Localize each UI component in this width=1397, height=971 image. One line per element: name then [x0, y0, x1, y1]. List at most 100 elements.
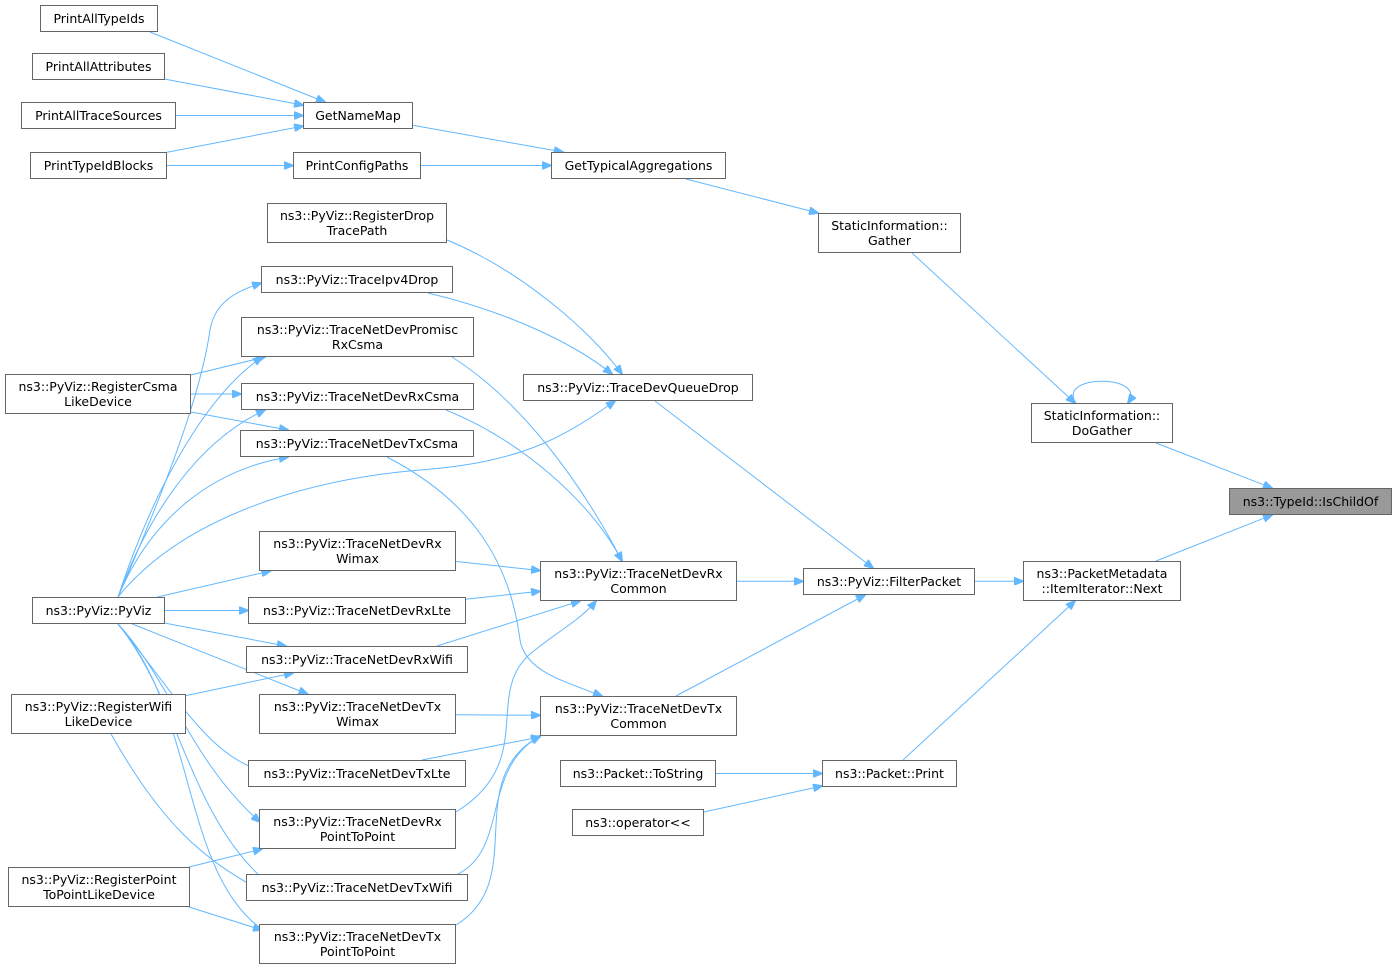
node-label: StaticInformation::: [831, 218, 948, 233]
edge-pyViz-to-traceNetDevTxWimax: [132, 623, 307, 694]
node-label: GetTypicalAggregations: [564, 158, 713, 173]
node-label: Gather: [868, 233, 911, 248]
node-printAllTraceSources[interactable]: PrintAllTraceSources: [21, 102, 176, 129]
node-label: ns3::PyViz::TraceNetDevRx: [554, 566, 723, 581]
node-label: ns3::PyViz::TraceNetDevTxWifi: [261, 880, 453, 895]
node-packetPrint[interactable]: ns3::Packet::Print: [822, 760, 957, 787]
edge-pyViz-to-traceNetDevTxWifi: [117, 623, 270, 885]
edge-printTypeIdBlocks-to-getNameMap: [166, 126, 303, 153]
node-label: PointToPoint: [319, 944, 396, 959]
edge-traceNetDevTxWimax-to-traceNetDevTxCommon: [455, 715, 540, 716]
edge-registerPointToPointLikeDevice-to-traceNetDevRxPointToPoint: [188, 849, 262, 868]
node-traceNetDevTxLte[interactable]: ns3::PyViz::TraceNetDevTxLte: [248, 760, 466, 787]
node-label: ns3::PyViz::PyViz: [45, 603, 152, 618]
node-gather[interactable]: StaticInformation::Gather: [818, 213, 961, 253]
node-printAllTypeIds[interactable]: PrintAllTypeIds: [40, 5, 158, 32]
node-label: ns3::Packet::ToString: [572, 766, 704, 781]
node-label: ns3::PyViz::TraceNetDevRx: [273, 814, 442, 829]
node-pyViz[interactable]: ns3::PyViz::PyViz: [32, 597, 165, 624]
node-label: ns3::PyViz::TraceNetDevTx: [273, 929, 442, 944]
node-traceDevQueueDrop[interactable]: ns3::PyViz::TraceDevQueueDrop: [523, 374, 753, 401]
node-label: ns3::PyViz::TraceNetDevRx: [273, 536, 442, 551]
node-traceNetDevTxWifi[interactable]: ns3::PyViz::TraceNetDevTxWifi: [246, 874, 468, 901]
node-label: ns3::PyViz::FilterPacket: [816, 574, 962, 589]
edge-printAllAttributes-to-getNameMap: [164, 78, 303, 105]
node-label: ns3::PyViz::TraceNetDevRxWifi: [261, 652, 453, 667]
node-traceNetDevRxWifi[interactable]: ns3::PyViz::TraceNetDevRxWifi: [246, 646, 468, 673]
edge-registerCsmaLikeDevice-to-traceNetDevTxCsma: [190, 411, 288, 430]
node-traceNetDevRxCsma[interactable]: ns3::PyViz::TraceNetDevRxCsma: [241, 383, 474, 410]
edge-doGather-to-isChildOf: [1155, 442, 1272, 488]
edge-traceNetDevTxWifi-to-traceNetDevTxCommon: [455, 736, 540, 876]
edge-traceNetDevRxWifi-to-traceNetDevRxCommon: [436, 601, 580, 647]
node-isChildOf: ns3::TypeId::IsChildOf: [1229, 488, 1392, 515]
node-label: RxCsma: [331, 337, 384, 352]
node-label: LikeDevice: [64, 714, 133, 729]
node-getTypicalAggregations[interactable]: GetTypicalAggregations: [551, 152, 726, 179]
node-label: ns3::PyViz::RegisterWifi: [24, 699, 173, 714]
edge-traceNetDevPromiscRxCsma-to-traceNetDevRxCommon: [451, 356, 622, 561]
node-operatorShl[interactable]: ns3::operator<<: [572, 809, 704, 836]
edge-pyViz-to-traceNetDevRxWimax: [157, 571, 270, 598]
node-label: LikeDevice: [64, 394, 132, 409]
edge-registerWifiLikeDevice-to-traceNetDevRxWifi: [185, 673, 293, 697]
edge-registerCsmaLikeDevice-to-traceNetDevPromiscRxCsma: [190, 357, 265, 376]
edge-packetPrint-to-next: [902, 601, 1075, 761]
node-label: ns3::Packet::Print: [835, 766, 944, 781]
node-label: ns3::PyViz::TraceIpv4Drop: [275, 272, 439, 287]
node-packetToString[interactable]: ns3::Packet::ToString: [560, 760, 716, 787]
node-printAllAttributes[interactable]: PrintAllAttributes: [32, 53, 165, 80]
node-label: Common: [610, 581, 667, 596]
node-label: ns3::PyViz::TraceNetDevPromisc: [256, 322, 459, 337]
node-label: ns3::PyViz::TraceNetDevTx: [554, 701, 723, 716]
edge-traceDevQueueDrop-to-filterPacket: [654, 400, 873, 568]
node-label: ns3::PyViz::TraceNetDevTxLte: [263, 766, 451, 781]
node-label: PrintConfigPaths: [305, 158, 409, 173]
node-label: PrintTypeIdBlocks: [43, 158, 154, 173]
node-label: ToPointLikeDevice: [43, 887, 155, 902]
node-traceNetDevTxCsma[interactable]: ns3::PyViz::TraceNetDevTxCsma: [240, 430, 474, 457]
node-printTypeIdBlocks[interactable]: PrintTypeIdBlocks: [30, 152, 167, 179]
node-label: ns3::TypeId::IsChildOf: [1242, 494, 1379, 509]
edge-traceNetDevTxPointToPoint-to-traceNetDevTxCommon: [455, 736, 540, 926]
node-next[interactable]: ns3::PacketMetadata::ItemIterator::Next: [1023, 561, 1181, 601]
node-label: ns3::PyViz::RegisterPoint: [21, 872, 177, 887]
edge-traceIpv4Drop-to-traceDevQueueDrop: [427, 292, 612, 374]
node-traceIpv4Drop[interactable]: ns3::PyViz::TraceIpv4Drop: [261, 266, 453, 293]
node-label: ns3::PyViz::TraceDevQueueDrop: [537, 380, 739, 395]
node-label: ns3::PyViz::RegisterCsma: [18, 379, 178, 394]
edge-printAllTypeIds-to-getNameMap: [149, 31, 325, 102]
node-doGather[interactable]: StaticInformation::DoGather: [1031, 403, 1173, 443]
edge-pyViz-to-traceNetDevTxPointToPoint: [117, 623, 270, 935]
node-label: ns3::operator<<: [585, 815, 691, 830]
edge-doGather-to-doGather: [1072, 380, 1131, 403]
node-label: ::ItemIterator::Next: [1041, 581, 1163, 596]
node-label: ns3::PyViz::TraceNetDevTxCsma: [255, 436, 459, 451]
edge-pyViz-to-traceDevQueueDrop: [117, 401, 615, 598]
edge-traceNetDevRxCsma-to-traceNetDevRxCommon: [445, 409, 622, 561]
node-traceNetDevRxLte[interactable]: ns3::PyViz::TraceNetDevRxLte: [248, 597, 466, 624]
node-filterPacket[interactable]: ns3::PyViz::FilterPacket: [803, 568, 975, 595]
node-label: GetNameMap: [315, 108, 401, 123]
edge-pyViz-to-traceNetDevRxCsma: [117, 410, 265, 598]
edge-registerDropTracePath-to-traceDevQueueDrop: [446, 239, 622, 374]
edge-getTypicalAggregations-to-gather: [685, 178, 818, 213]
node-printConfigPaths[interactable]: PrintConfigPaths: [293, 152, 421, 179]
node-label: Common: [610, 716, 667, 731]
node-getNameMap[interactable]: GetNameMap: [303, 102, 413, 129]
node-label: ns3::PacketMetadata: [1036, 566, 1168, 581]
edge-traceNetDevRxWimax-to-traceNetDevRxCommon: [455, 561, 540, 571]
edge-gather-to-doGather: [911, 252, 1075, 403]
